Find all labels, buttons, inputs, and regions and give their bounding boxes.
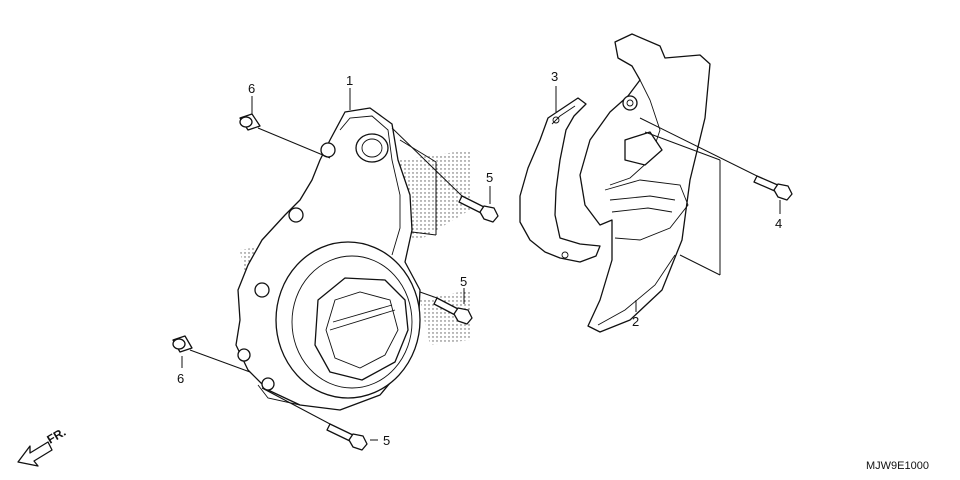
dowel-pin-upper[interactable]: [239, 113, 261, 131]
bolt-right[interactable]: [753, 175, 793, 201]
diagram-code: MJW9E1000: [866, 460, 929, 472]
callout-3: 3: [551, 69, 558, 84]
sprocket-cover[interactable]: [579, 33, 711, 333]
dowel-pin-lower[interactable]: [172, 335, 193, 353]
bolt-middle[interactable]: [433, 297, 473, 325]
cover-gasket[interactable]: [519, 97, 601, 263]
left-crankcase-cover[interactable]: [235, 107, 421, 411]
callout-2: 2: [632, 314, 639, 329]
bolt-upper[interactable]: [458, 195, 499, 223]
leader-lines: [181, 86, 781, 441]
callout-6-upper: 6: [248, 81, 255, 96]
front-arrow-icon: [17, 441, 53, 467]
callout-1: 1: [346, 73, 353, 88]
callout-4: 4: [775, 216, 782, 231]
callout-5-lower: 5: [383, 433, 390, 448]
callout-5-middle: 5: [460, 274, 467, 289]
callout-labels: 1 2 3 4 5 5 5 6 6: [177, 69, 782, 448]
callout-5-upper: 5: [486, 170, 493, 185]
bolt-lower[interactable]: [326, 423, 368, 451]
callout-6-lower: 6: [177, 371, 184, 386]
front-direction-indicator: FR.: [17, 425, 68, 467]
